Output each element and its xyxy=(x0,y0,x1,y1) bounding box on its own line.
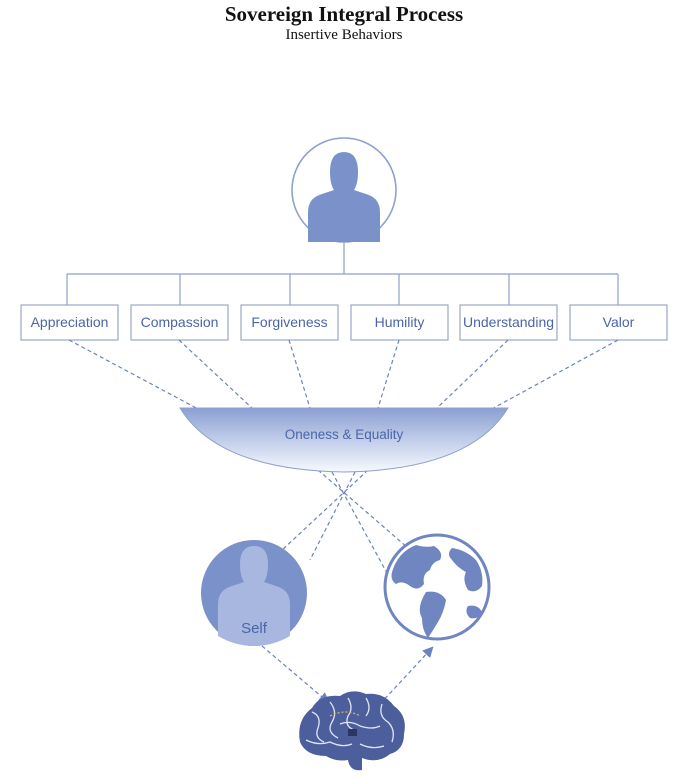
behavior-label: Forgiveness xyxy=(251,314,327,330)
center-to-nodes-lines xyxy=(279,469,409,576)
behavior-label: Humility xyxy=(375,314,425,330)
person-icon xyxy=(218,546,290,646)
behavior-box-understanding: Understanding xyxy=(459,304,558,341)
behavior-label: Valor xyxy=(603,314,635,330)
center-label: Oneness & Equality xyxy=(285,427,404,442)
behavior-label: Understanding xyxy=(463,314,554,330)
oneness-equality-node: Oneness & Equality xyxy=(179,407,509,473)
tree-connectors xyxy=(66,242,619,305)
self-node: Self xyxy=(201,540,307,646)
top-person-node xyxy=(291,137,397,243)
diagram-title: Sovereign Integral Process xyxy=(224,2,464,26)
behavior-box-humility: Humility xyxy=(350,304,449,341)
world-node xyxy=(383,533,491,641)
person-icon xyxy=(308,152,380,242)
behavior-label: Appreciation xyxy=(31,314,109,330)
behavior-box-valor: Valor xyxy=(569,304,668,341)
brain-arrows xyxy=(261,645,434,705)
behavior-box-forgiveness: Forgiveness xyxy=(240,304,339,341)
globe-icon xyxy=(391,545,483,638)
behavior-to-center-lines xyxy=(68,339,619,411)
behavior-label: Compassion xyxy=(141,314,219,330)
behavior-box-appreciation: Appreciation xyxy=(20,304,119,341)
brain-icon xyxy=(299,691,405,771)
self-label: Self xyxy=(241,620,268,637)
behavior-box-compassion: Compassion xyxy=(130,304,229,341)
diagram-subtitle: Insertive Behaviors xyxy=(285,27,403,43)
